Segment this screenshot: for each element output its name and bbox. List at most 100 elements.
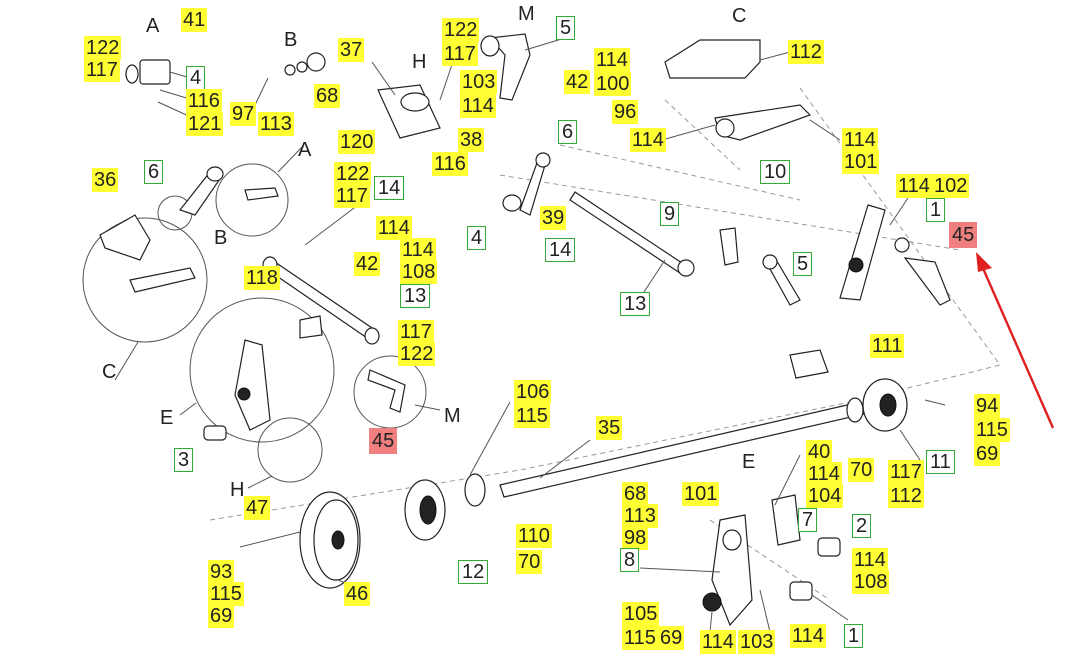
part-callout: 117: [442, 42, 478, 66]
part-callout: 112: [788, 40, 824, 64]
part-callout: 114: [806, 462, 842, 486]
part-callout: 6: [558, 120, 578, 144]
part-callout: 101: [682, 482, 720, 506]
part-callout: 14: [374, 176, 405, 200]
bracket: [664, 39, 761, 79]
part-callout: 104: [806, 484, 844, 508]
arm-bushing: [762, 254, 778, 270]
leader-line: [709, 611, 713, 633]
leader-line: [371, 61, 396, 96]
red-arrow-head: [976, 252, 992, 272]
part-callout: 122: [398, 342, 436, 366]
part-callout: 5: [556, 16, 576, 40]
plate: [377, 84, 441, 139]
part-callout: 7: [798, 508, 818, 532]
leader-line: [414, 404, 441, 411]
part-callout: 47: [244, 496, 271, 520]
part-callout: 13: [400, 284, 431, 308]
part-callout: 39: [540, 206, 567, 230]
part-callout: 10: [760, 160, 791, 184]
part-callout: 113: [622, 504, 658, 528]
bearing-block: [139, 59, 171, 85]
assembly-line: [664, 99, 741, 171]
bearing: [237, 387, 251, 401]
leader-line: [114, 341, 139, 381]
part-callout: 116: [432, 152, 468, 176]
part-callout: 12: [458, 560, 489, 584]
pin: [125, 64, 139, 84]
part-callout: 115: [622, 626, 658, 650]
part-callout: 117: [334, 184, 370, 208]
arm: [903, 257, 951, 306]
bushing: [722, 529, 742, 551]
part-callout: 11: [926, 450, 955, 474]
bushing: [894, 237, 910, 253]
lever: [711, 514, 753, 627]
part-callout: 112: [888, 484, 924, 508]
part-callout: 40: [806, 440, 833, 464]
arm: [367, 369, 406, 413]
part-callout: 6: [144, 160, 164, 184]
part-callout: 114: [630, 128, 666, 152]
part-callout: 38: [458, 128, 485, 152]
leader-line: [247, 475, 273, 489]
leader-line: [539, 439, 591, 479]
part-callout: 69: [208, 604, 235, 628]
part-callout: 94: [974, 394, 1001, 418]
view-letter: B: [214, 227, 228, 249]
leader-line: [661, 124, 716, 141]
washer: [306, 52, 326, 72]
part-callout: 114: [700, 630, 736, 654]
part-callout: 36: [92, 168, 119, 192]
part-callout: 108: [400, 260, 438, 284]
part-callout: 100: [594, 72, 632, 96]
bushing: [203, 425, 227, 441]
flange: [464, 473, 486, 507]
part-callout: 122: [84, 36, 122, 60]
part-callout: 106: [514, 380, 552, 404]
bracket-arm: [129, 267, 196, 293]
rod-end: [677, 259, 695, 277]
leader-line: [809, 119, 841, 141]
part-callout: 96: [612, 100, 639, 124]
part-callout: 69: [658, 626, 685, 650]
arm-bushing: [206, 166, 224, 182]
leader-line: [639, 567, 721, 573]
part-callout: 113: [258, 112, 294, 136]
part-callout: 114: [852, 548, 888, 572]
part-callout: 114: [790, 624, 826, 648]
part-callout: 111: [870, 334, 905, 358]
view-letter: A: [298, 139, 312, 161]
part-callout: 115: [514, 404, 550, 428]
part-callout: 122: [334, 162, 372, 186]
view-letter: M: [518, 3, 535, 25]
leader-line: [469, 401, 511, 476]
detail-circle-h: [257, 417, 323, 483]
lever: [839, 204, 886, 301]
part-callout: 13: [620, 292, 651, 316]
leader-line: [811, 594, 849, 621]
part-callout: 114: [460, 94, 496, 118]
part-callout: 102: [932, 174, 970, 198]
part-callout: 110: [516, 524, 552, 548]
view-letter: B: [284, 29, 298, 51]
detail-circle-c: [82, 217, 208, 343]
bracket: [244, 187, 279, 201]
part-callout: 37: [338, 38, 365, 62]
leader-line: [524, 37, 566, 51]
rod-end: [364, 327, 380, 345]
part-callout: 117: [84, 58, 120, 82]
red-arrow: [980, 265, 1055, 429]
washer: [284, 64, 296, 76]
part-callout: 118: [244, 266, 280, 290]
part-callout: 4: [186, 66, 206, 90]
leader-line: [641, 259, 666, 296]
arm: [719, 227, 739, 266]
part-callout: 103: [460, 70, 498, 94]
leader-line: [759, 51, 791, 61]
part-callout: 69: [974, 442, 1001, 466]
part-callout: 45: [369, 428, 398, 454]
bushing: [817, 537, 841, 557]
part-callout: 97: [230, 102, 257, 126]
